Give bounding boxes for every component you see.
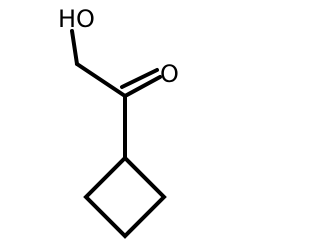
carbonyl-oxygen-label: O (160, 60, 179, 88)
bond-ch2-carbonyl (75, 62, 127, 98)
bond-oh-ch2 (70, 29, 79, 66)
bond-carbonyl-double-1 (123, 75, 162, 98)
chemical-structure: HO O (58, 5, 179, 239)
hydroxyl-label: HO (58, 5, 95, 33)
bond-carbonyl-double-2 (120, 68, 159, 89)
cyclobutane-ring (83, 155, 167, 239)
